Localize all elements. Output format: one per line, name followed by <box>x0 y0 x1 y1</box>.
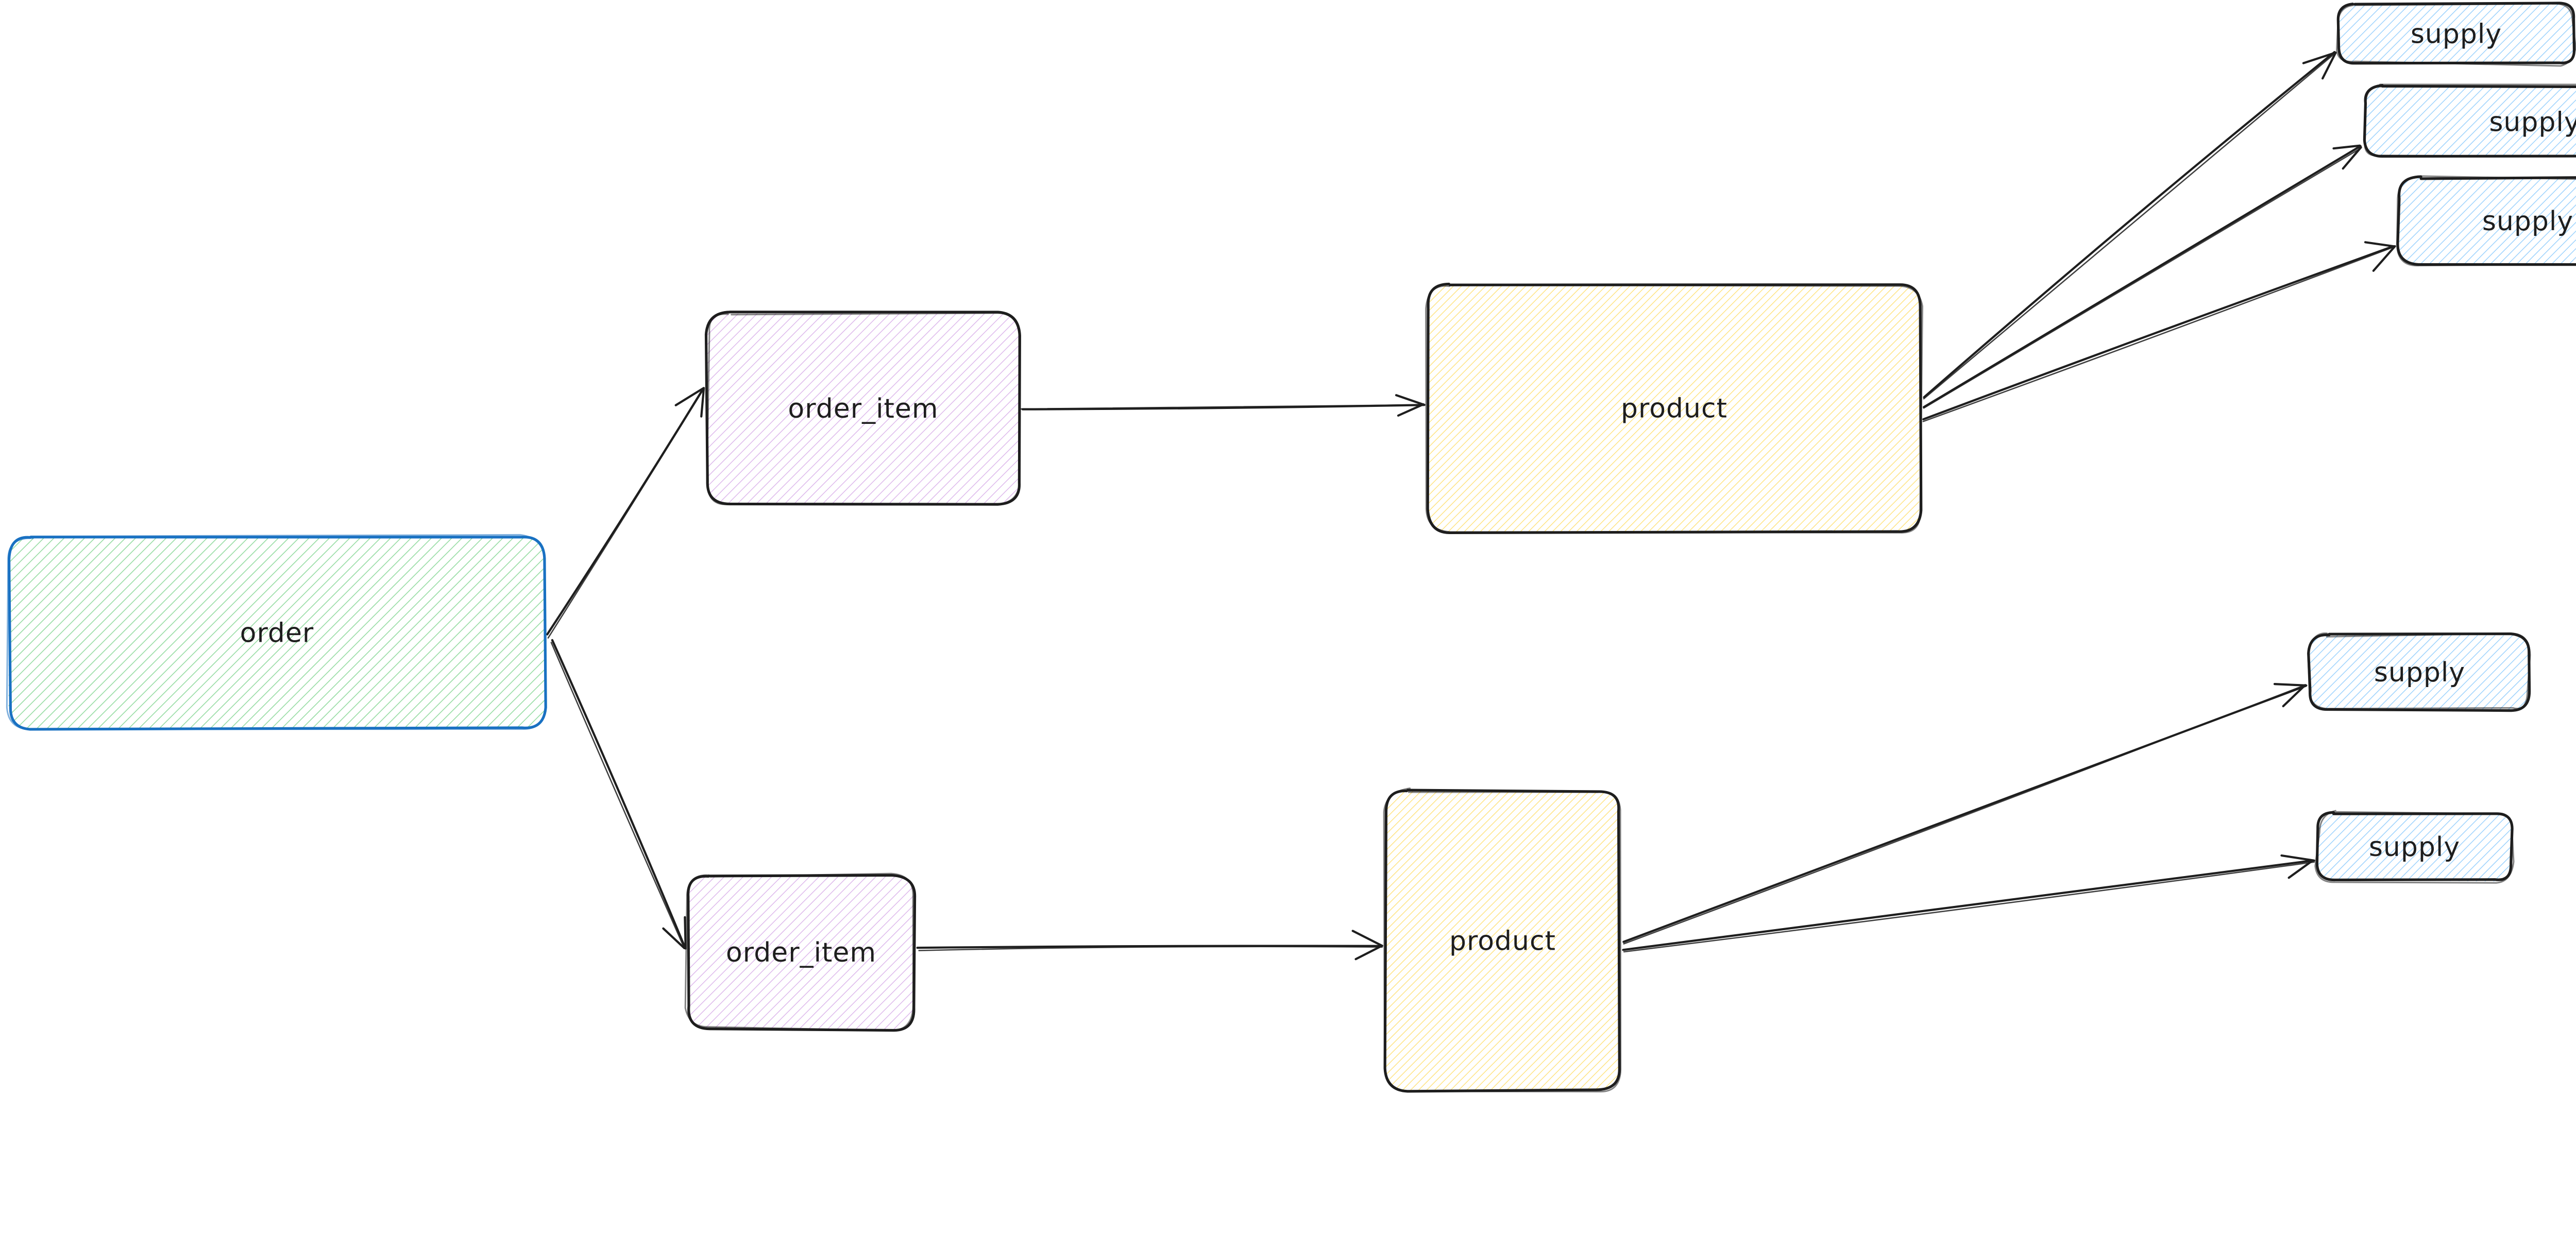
arrowhead-stroke <box>2287 860 2314 879</box>
node-fill <box>2309 634 2529 711</box>
edge-line <box>551 639 686 949</box>
edges-layer <box>546 51 2396 961</box>
node-label-supply_5: supply <box>2369 832 2460 863</box>
node-order_item_1[interactable]: order_item <box>704 311 1021 506</box>
arrowhead-stroke <box>1354 945 1383 961</box>
edge-order_item_2-to-product_2[interactable] <box>916 930 1383 961</box>
node-supply_3[interactable]: supply <box>2396 175 2576 267</box>
edge-line <box>1922 246 2394 422</box>
arrowhead-stroke <box>2342 146 2362 170</box>
edge-order_item_1-to-product_1[interactable] <box>1020 394 1426 417</box>
node-fill <box>707 313 1020 504</box>
node-order_item_2[interactable]: order_item <box>684 872 917 1032</box>
node-fill <box>1385 790 1620 1091</box>
node-supply_1[interactable]: supply <box>2335 2 2576 67</box>
edge-line <box>1020 404 1425 410</box>
node-supply_2[interactable]: supply <box>2363 83 2576 158</box>
node-fill <box>2317 812 2512 882</box>
arrowhead-stroke <box>1397 403 1425 417</box>
node-label-supply_2: supply <box>2489 107 2576 138</box>
node-fill <box>8 536 545 729</box>
node-border <box>2396 175 2576 267</box>
edge-line <box>1923 145 2362 408</box>
arrowhead-stroke <box>2273 683 2308 687</box>
node-border <box>706 312 1021 505</box>
edge-product_1-to-supply_2[interactable] <box>1923 144 2362 409</box>
node-border <box>1425 284 1924 534</box>
edge-line <box>1623 861 2315 953</box>
edge-order-to-order_item_2[interactable] <box>550 639 687 950</box>
node-border <box>1383 787 1622 1092</box>
arrowhead-stroke <box>700 387 705 418</box>
arrowhead-stroke <box>2372 245 2396 272</box>
arrowhead-stroke <box>2280 854 2315 862</box>
edge-line <box>1923 147 2362 409</box>
edge-product_2-to-supply_4[interactable] <box>1622 683 2308 945</box>
edge-line <box>546 387 705 636</box>
edge-line <box>918 946 1383 951</box>
node-fill <box>1427 284 1920 532</box>
edge-line <box>916 945 1383 949</box>
node-label-order_item_1: order_item <box>788 393 938 424</box>
edge-line <box>547 387 705 639</box>
node-label-product_2: product <box>1449 926 1556 957</box>
arrowhead-stroke <box>2364 241 2395 248</box>
edge-line <box>550 642 685 949</box>
node-border <box>2335 3 2576 67</box>
node-fill <box>687 875 915 1030</box>
node-fill <box>2398 177 2576 264</box>
arrowhead-stroke <box>2332 144 2361 150</box>
arrowhead-stroke <box>674 387 704 406</box>
arrowhead-stroke <box>662 927 686 950</box>
edge-line <box>1923 52 2336 400</box>
node-fill <box>2365 86 2576 158</box>
arrowhead-stroke <box>1395 394 1426 406</box>
node-label-supply_1: supply <box>2411 19 2502 50</box>
edge-product_1-to-supply_3[interactable] <box>1922 241 2396 422</box>
node-label-supply_4: supply <box>2374 657 2465 688</box>
node-supply_4[interactable]: supply <box>2307 632 2531 712</box>
edge-order-to-order_item_1[interactable] <box>546 387 705 639</box>
node-order[interactable]: order <box>6 534 547 731</box>
node-border <box>2336 2 2576 65</box>
node-border <box>2307 632 2531 710</box>
node-product_2[interactable]: product <box>1383 787 1622 1093</box>
node-fill <box>2338 4 2574 63</box>
nodes-layer: orderorder_itemorder_itemproductproducts… <box>6 2 2576 1093</box>
edge-line <box>1923 51 2336 399</box>
arrowhead-stroke <box>1351 930 1383 947</box>
arrowhead-stroke <box>2302 52 2335 64</box>
edge-line <box>1622 859 2314 951</box>
node-supply_5[interactable]: supply <box>2314 810 2515 884</box>
node-label-product_1: product <box>1621 393 1727 424</box>
node-label-order_item_2: order_item <box>726 937 876 968</box>
node-border <box>2314 810 2515 884</box>
node-border <box>2363 84 2576 158</box>
edge-product_1-to-supply_1[interactable] <box>1923 51 2337 400</box>
node-border <box>6 534 547 730</box>
arrowhead-stroke <box>2282 684 2307 708</box>
edge-line <box>1922 245 2395 421</box>
arrowhead-stroke <box>2321 52 2337 80</box>
edge-product_2-to-supply_5[interactable] <box>1622 854 2315 953</box>
edge-line <box>1623 684 2306 945</box>
node-product_1[interactable]: product <box>1425 282 1924 535</box>
node-label-supply_3: supply <box>2482 206 2573 237</box>
node-label-order: order <box>240 618 314 649</box>
node-border <box>2364 83 2576 158</box>
node-border <box>684 872 914 1032</box>
